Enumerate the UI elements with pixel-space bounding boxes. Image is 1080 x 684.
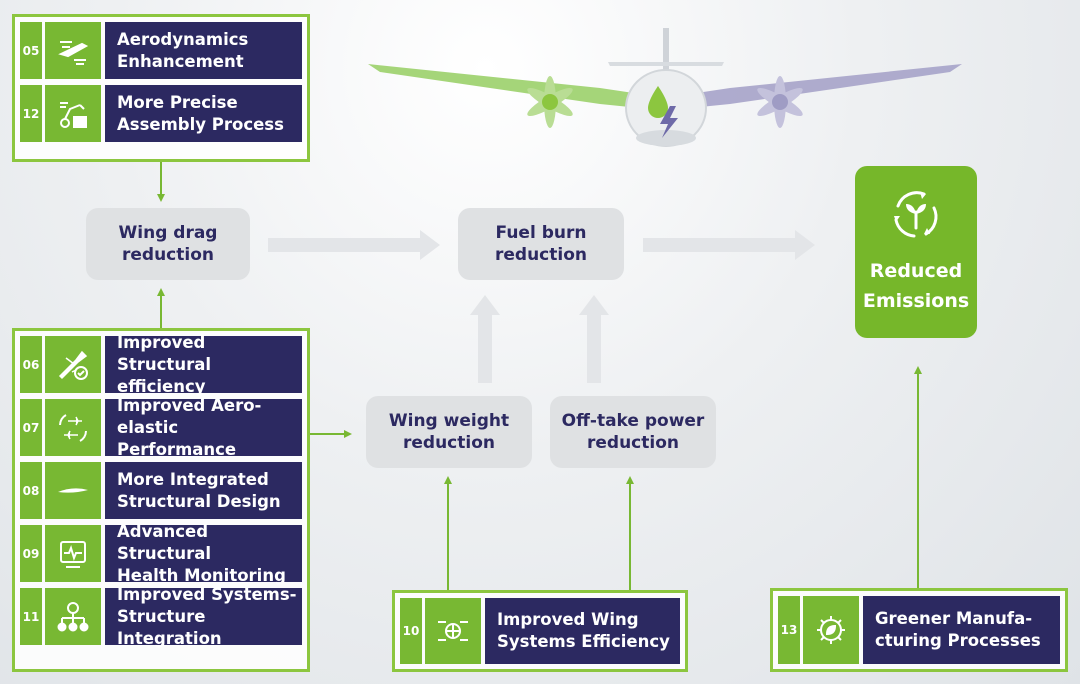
capability-group-aero-assembly: 05 Aerodynamics Enhancement 12 More Prec… xyxy=(12,14,310,162)
eco-gear-icon xyxy=(803,596,859,664)
capability-group-structures: 06 Improved Structural efficiency 07 Imp… xyxy=(12,328,310,672)
item-number: 13 xyxy=(778,596,800,664)
fuel-burn-reduction-box: Fuel burn reduction xyxy=(458,208,624,280)
item-label: Aerodynamics Enhancement xyxy=(105,22,302,79)
item-label: Advanced Structural Health Monitoring xyxy=(105,522,302,585)
capability-item: 06 Improved Structural efficiency xyxy=(20,333,302,396)
capability-item: 11 Improved Systems- Structure Integrati… xyxy=(20,585,302,648)
wing-drag-reduction-box: Wing drag reduction xyxy=(86,208,250,280)
wing-profile-icon xyxy=(45,462,101,519)
capability-item: 10 Improved Wing Systems Efficiency xyxy=(400,598,680,664)
robot-arm-assembly-icon xyxy=(45,85,101,142)
plane-check-icon xyxy=(45,336,101,393)
gear-network-icon xyxy=(45,588,101,645)
capability-item: 05 Aerodynamics Enhancement xyxy=(20,22,302,79)
health-monitor-icon xyxy=(45,525,101,582)
capability-group-wing-systems: 10 Improved Wing Systems Efficiency xyxy=(392,590,688,672)
capability-group-manufacturing: 13 Greener Manufa- cturing Processes xyxy=(770,588,1068,672)
item-number: 10 xyxy=(400,598,422,664)
item-number: 05 xyxy=(20,22,42,79)
wing-airflow-icon xyxy=(45,22,101,79)
offtake-power-reduction-box: Off-take power reduction xyxy=(550,396,716,468)
item-label: Greener Manufa- cturing Processes xyxy=(863,596,1060,664)
arrow-offtake-to-fuel xyxy=(579,295,609,383)
grey-arrows xyxy=(268,230,815,383)
arrow-fuel-to-emissions xyxy=(643,230,815,260)
arrow-drag-to-fuel xyxy=(268,230,440,260)
green-arrows xyxy=(157,162,922,590)
wing-weight-reduction-box: Wing weight reduction xyxy=(366,396,532,468)
reduced-emissions-label: Reduced Emissions xyxy=(862,260,970,312)
item-label: More Integrated Structural Design xyxy=(105,462,302,519)
arrow-weight-to-fuel xyxy=(470,295,500,383)
item-number: 08 xyxy=(20,462,42,519)
item-number: 12 xyxy=(20,85,42,142)
capability-item: 12 More Precise Assembly Process xyxy=(20,85,302,142)
hybrid-electric-aircraft-icon xyxy=(368,28,962,147)
item-label: Improved Wing Systems Efficiency xyxy=(485,598,680,664)
recycle-leaf-icon xyxy=(894,191,938,238)
item-number: 11 xyxy=(20,588,42,645)
item-label: Improved Systems- Structure Integration xyxy=(105,585,302,648)
item-label: Improved Structural efficiency xyxy=(105,333,302,396)
capability-item: 07 Improved Aero- elastic Performance xyxy=(20,396,302,459)
capability-item: 09 Advanced Structural Health Monitoring xyxy=(20,522,302,585)
item-number: 07 xyxy=(20,399,42,456)
item-number: 09 xyxy=(20,525,42,582)
item-label: More Precise Assembly Process xyxy=(105,85,302,142)
reduced-emissions-box: Reduced Emissions xyxy=(855,166,977,338)
wing-systems-icon xyxy=(425,598,481,664)
capability-item: 13 Greener Manufa- cturing Processes xyxy=(778,596,1060,664)
planes-cycle-icon xyxy=(45,399,101,456)
capability-item: 08 More Integrated Structural Design xyxy=(20,462,302,519)
item-label: Improved Aero- elastic Performance xyxy=(105,396,302,459)
item-number: 06 xyxy=(20,336,42,393)
